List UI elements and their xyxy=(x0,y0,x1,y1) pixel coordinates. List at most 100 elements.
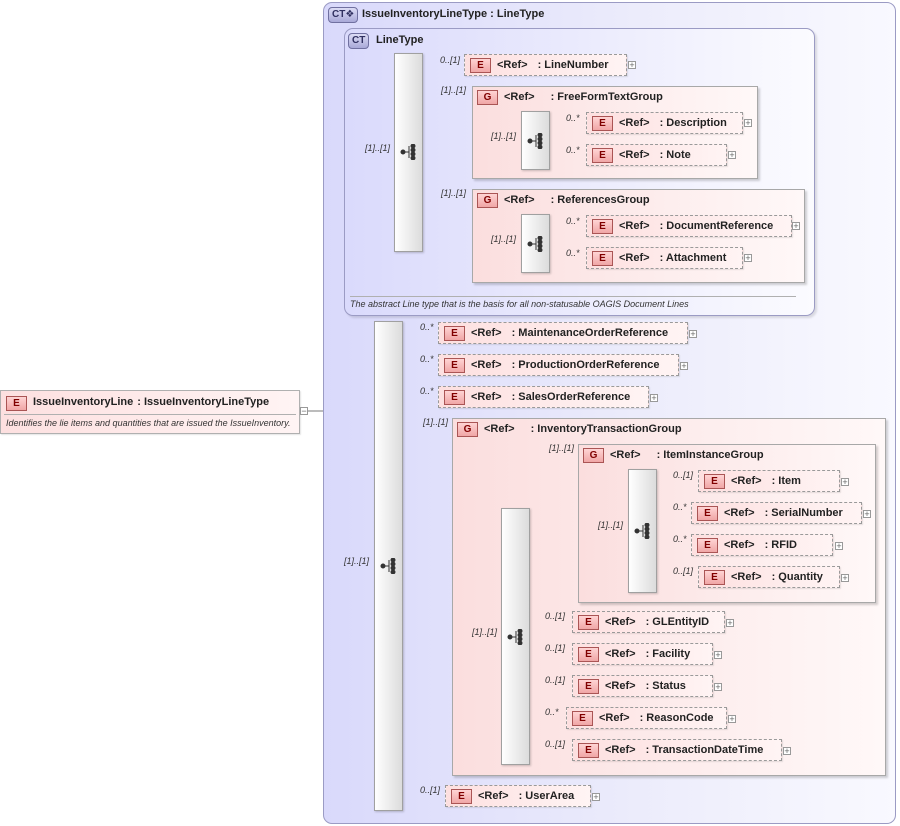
cardinality-label: [1]..[1] xyxy=(441,188,467,198)
line-number-element[interactable]: E <Ref> : LineNumber xyxy=(464,54,627,76)
serial-number-element[interactable]: E <Ref> : SerialNumber xyxy=(691,502,862,524)
line-type-documentation: The abstract Line type that is the basis… xyxy=(350,299,689,309)
element-name: : ProductionOrderReference xyxy=(511,359,660,371)
ref-label: <Ref> xyxy=(731,571,762,583)
element-tag-icon: E xyxy=(578,646,599,662)
expand-icon[interactable]: + xyxy=(714,650,722,660)
ref-label: <Ref> xyxy=(605,680,636,692)
element-name: : Quantity xyxy=(771,571,823,583)
sequence-icon xyxy=(527,133,543,149)
group-header: G <Ref> : ReferencesGroup xyxy=(472,189,805,211)
group-name: : ItemInstanceGroup xyxy=(656,449,764,461)
expand-icon[interactable]: + xyxy=(680,361,688,371)
cardinality-label: [1]..[1] xyxy=(472,627,498,637)
sequence-icon xyxy=(527,236,543,252)
expand-icon[interactable]: + xyxy=(689,329,697,339)
element-name: : MaintenanceOrderReference xyxy=(511,327,669,339)
expand-icon[interactable]: + xyxy=(714,682,722,692)
sequence-compositor[interactable] xyxy=(521,111,550,170)
maintenance-order-reference-element[interactable]: E <Ref> : MaintenanceOrderReference xyxy=(438,322,688,344)
cardinality-label: 0..[1] xyxy=(545,611,566,621)
attachment-element[interactable]: E <Ref> : Attachment xyxy=(586,247,743,269)
group-tag-icon: G xyxy=(583,447,604,463)
element-name: : Status xyxy=(645,680,686,692)
user-area-element[interactable]: E <Ref> : UserArea xyxy=(445,785,591,807)
gl-entity-id-element[interactable]: E <Ref> : GLEntityID xyxy=(572,611,725,633)
group-tag-icon: G xyxy=(477,89,498,105)
ref-label: <Ref> xyxy=(724,507,755,519)
expand-icon[interactable]: + xyxy=(783,746,791,756)
facility-element[interactable]: E <Ref> : Facility xyxy=(572,643,713,665)
cardinality-label: 0..* xyxy=(566,216,580,226)
ref-label: <Ref> xyxy=(619,220,650,232)
note-element[interactable]: E <Ref> : Note xyxy=(586,144,727,166)
element-tag-icon: E xyxy=(697,505,718,521)
expand-icon[interactable]: + xyxy=(650,393,658,403)
sales-order-reference-element[interactable]: E <Ref> : SalesOrderReference xyxy=(438,386,649,408)
ref-label: <Ref> xyxy=(605,648,636,660)
document-reference-element[interactable]: E <Ref> : DocumentReference xyxy=(586,215,792,237)
transaction-date-time-element[interactable]: E <Ref> : TransactionDateTime xyxy=(572,739,782,761)
cardinality-label: 0..* xyxy=(420,322,434,332)
expand-icon[interactable]: + xyxy=(744,118,752,128)
cardinality-label: 0..* xyxy=(420,354,434,364)
cardinality-label: 0..[1] xyxy=(545,643,566,653)
ref-label: <Ref> xyxy=(599,712,630,724)
production-order-reference-element[interactable]: E <Ref> : ProductionOrderReference xyxy=(438,354,679,376)
sequence-icon xyxy=(400,144,416,160)
group-tag-icon: G xyxy=(477,192,498,208)
cardinality-label: [1]..[1] xyxy=(365,143,391,153)
cardinality-label: [1]..[1] xyxy=(423,417,449,427)
group-tag-icon: G xyxy=(457,421,478,437)
line-type-title: LineType xyxy=(376,34,424,46)
cardinality-label: 0..* xyxy=(420,386,434,396)
collapse-toggle-icon[interactable]: − xyxy=(300,406,308,416)
ref-label: <Ref> xyxy=(471,391,502,403)
item-element[interactable]: E <Ref> : Item xyxy=(698,470,840,492)
element-tag-icon: E xyxy=(704,473,725,489)
ref-label: <Ref> xyxy=(504,194,535,206)
element-tag-icon: E xyxy=(697,537,718,553)
expand-icon[interactable]: + xyxy=(592,792,600,802)
group-name: : ReferencesGroup xyxy=(550,194,650,206)
root-element-box[interactable]: E IssueInventoryLine : IssueInventoryLin… xyxy=(0,390,300,434)
ref-label: <Ref> xyxy=(484,423,515,435)
element-name: : Note xyxy=(659,149,691,161)
expand-icon[interactable]: + xyxy=(863,509,871,519)
reason-code-element[interactable]: E <Ref> : ReasonCode xyxy=(566,707,727,729)
ref-label: <Ref> xyxy=(724,539,755,551)
element-name: : SalesOrderReference xyxy=(511,391,631,403)
element-name: : Item xyxy=(771,475,801,487)
status-element[interactable]: E <Ref> : Status xyxy=(572,675,713,697)
root-element-name: IssueInventoryLine xyxy=(33,396,134,408)
cardinality-label: 0..* xyxy=(566,113,580,123)
element-tag-icon: E xyxy=(592,115,613,131)
sequence-icon xyxy=(380,558,396,574)
line-type-divider xyxy=(350,296,796,297)
expand-icon[interactable]: + xyxy=(792,221,800,231)
element-tag-icon: E xyxy=(444,325,465,341)
description-element[interactable]: E <Ref> : Description xyxy=(586,112,743,134)
cardinality-label: [1]..[1] xyxy=(491,131,517,141)
root-documentation: Identifies the lie items and quantities … xyxy=(6,418,291,428)
ref-label: <Ref> xyxy=(497,59,528,71)
quantity-element[interactable]: E <Ref> : Quantity xyxy=(698,566,840,588)
expand-icon[interactable]: + xyxy=(728,714,736,724)
element-name: : SerialNumber xyxy=(764,507,843,519)
rfid-element[interactable]: E <Ref> : RFID xyxy=(691,534,833,556)
expand-icon[interactable]: + xyxy=(841,477,849,487)
expand-icon[interactable]: + xyxy=(628,60,636,70)
element-tag-icon: E xyxy=(704,569,725,585)
group-header: G <Ref> : ItemInstanceGroup xyxy=(578,444,876,466)
expand-icon[interactable]: + xyxy=(726,618,734,628)
cardinality-label: 0..* xyxy=(545,707,559,717)
cardinality-label: [1]..[1] xyxy=(344,556,370,566)
expand-icon[interactable]: + xyxy=(835,541,843,551)
expand-icon[interactable]: + xyxy=(744,253,752,263)
expand-icon[interactable]: + xyxy=(841,573,849,583)
cardinality-label: 0..[1] xyxy=(673,470,694,480)
expand-icon[interactable]: + xyxy=(728,150,736,160)
ref-label: <Ref> xyxy=(619,149,650,161)
element-tag-icon: E xyxy=(470,57,491,73)
element-tag-icon: E xyxy=(6,396,27,411)
